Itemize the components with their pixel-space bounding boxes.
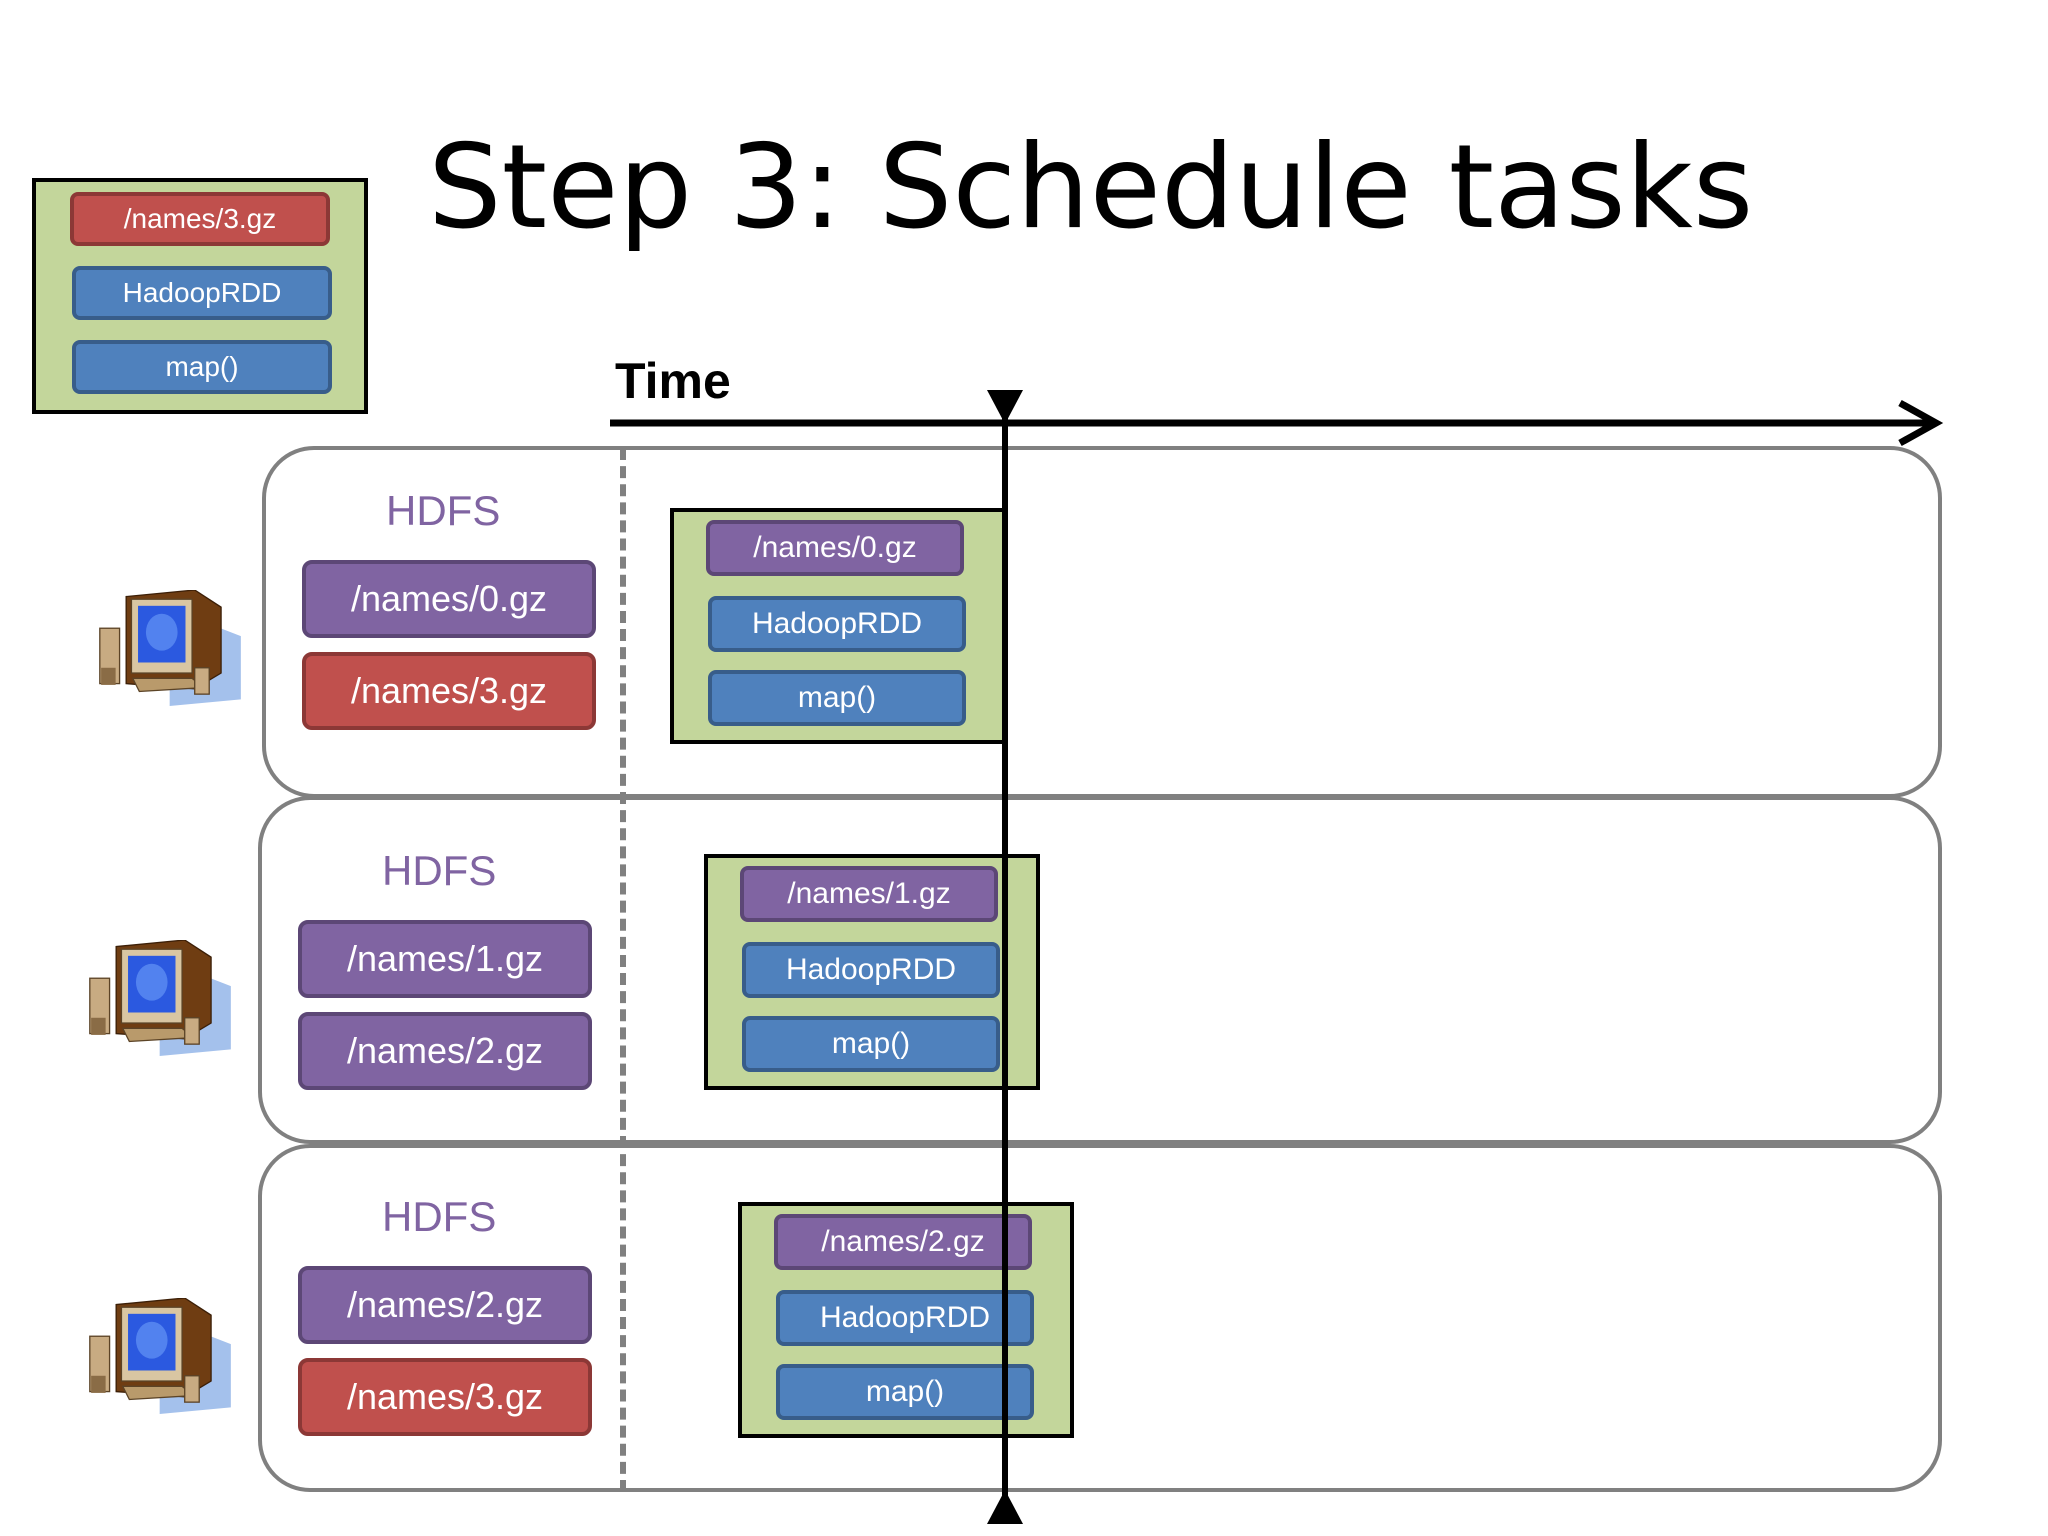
task-map-chip: map() [742,1016,1000,1072]
node-row-2 [258,796,1942,1144]
computer-icon [99,590,242,706]
task-file-chip: /names/0.gz [706,520,964,576]
time-axis-label: Time [615,353,731,409]
task-file-chip: /names/2.gz [774,1214,1032,1270]
hdfs-label: HDFS [386,487,501,534]
legend-file-chip: /names/3.gz [70,192,330,246]
hdfs-file-chip: /names/2.gz [298,1266,592,1344]
hdfs-file-chip: /names/0.gz [302,560,596,638]
task-map-chip: map() [708,670,966,726]
task-file-chip: /names/1.gz [740,866,998,922]
legend-rdd-chip: HadoopRDD [72,266,332,320]
legend-map-chip: map() [72,340,332,394]
time-marker-top-arrow [987,390,1023,424]
task-rdd-chip: HadoopRDD [776,1290,1034,1346]
hdfs-file-chip: /names/1.gz [298,920,592,998]
computer-icon [89,940,232,1056]
hdfs-file-chip: /names/3.gz [302,652,596,730]
slide-title: Step 3: Schedule tasks [428,120,1754,255]
hdfs-separator [620,448,626,1492]
node-row-3 [258,1144,1942,1492]
task-rdd-chip: HadoopRDD [742,942,1000,998]
task-block: /names/0.gz HadoopRDD map() [670,508,1006,744]
time-marker-bottom-arrow [987,1490,1023,1524]
task-rdd-chip: HadoopRDD [708,596,966,652]
hdfs-label: HDFS [382,1193,497,1240]
hdfs-file-chip: /names/2.gz [298,1012,592,1090]
hdfs-label: HDFS [382,847,497,894]
task-block: /names/1.gz HadoopRDD map() [704,854,1040,1090]
time-axis-arrowhead [1898,399,1944,447]
computer-icon [89,1298,232,1414]
hdfs-file-chip: /names/3.gz [298,1358,592,1436]
legend-task: /names/3.gz HadoopRDD map() [32,178,368,414]
task-map-chip: map() [776,1364,1034,1420]
task-block: /names/2.gz HadoopRDD map() [738,1202,1074,1438]
